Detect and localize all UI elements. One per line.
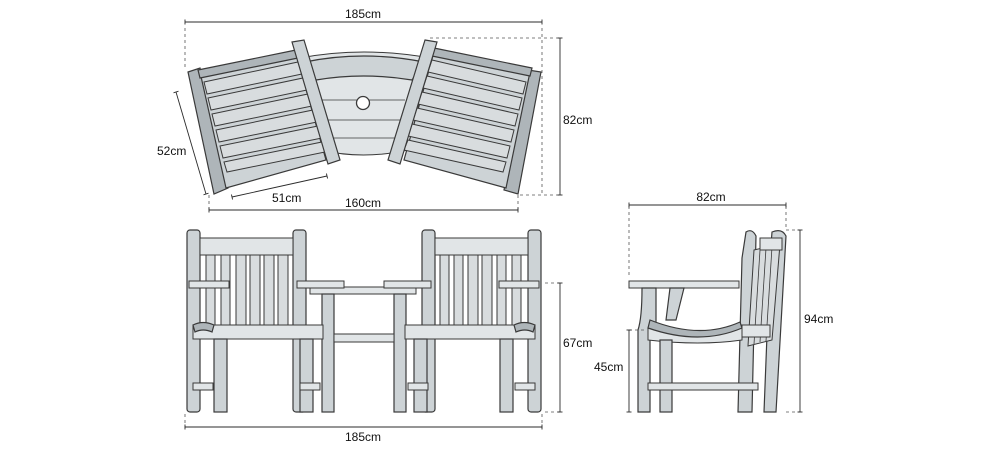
dim-inner-width: 160cm bbox=[345, 196, 381, 210]
parasol-hole bbox=[355, 95, 371, 111]
dim-seat-width: 51cm bbox=[272, 191, 301, 205]
dim-arm-height: 67cm bbox=[563, 336, 592, 350]
side-view: 82cm 94cm 45cm bbox=[594, 190, 833, 413]
dim-top-depth: 82cm bbox=[563, 113, 592, 127]
dim-side-depth: 82cm bbox=[696, 190, 725, 204]
dim-seat-height: 45cm bbox=[594, 360, 623, 374]
dim-top-width: 185cm bbox=[345, 7, 381, 21]
front-view: 67cm 185cm bbox=[184, 229, 592, 444]
top-right-seat bbox=[387, 39, 542, 195]
dim-seat-depth: 52cm bbox=[157, 144, 186, 158]
dim-front-width: 185cm bbox=[345, 430, 381, 444]
front-right-bench bbox=[383, 229, 542, 413]
dim-total-height: 94cm bbox=[804, 312, 833, 326]
top-view: 185cm 82cm 52cm 51cm 160cm bbox=[157, 7, 592, 213]
front-table bbox=[309, 286, 417, 413]
front-left-bench bbox=[186, 229, 345, 413]
